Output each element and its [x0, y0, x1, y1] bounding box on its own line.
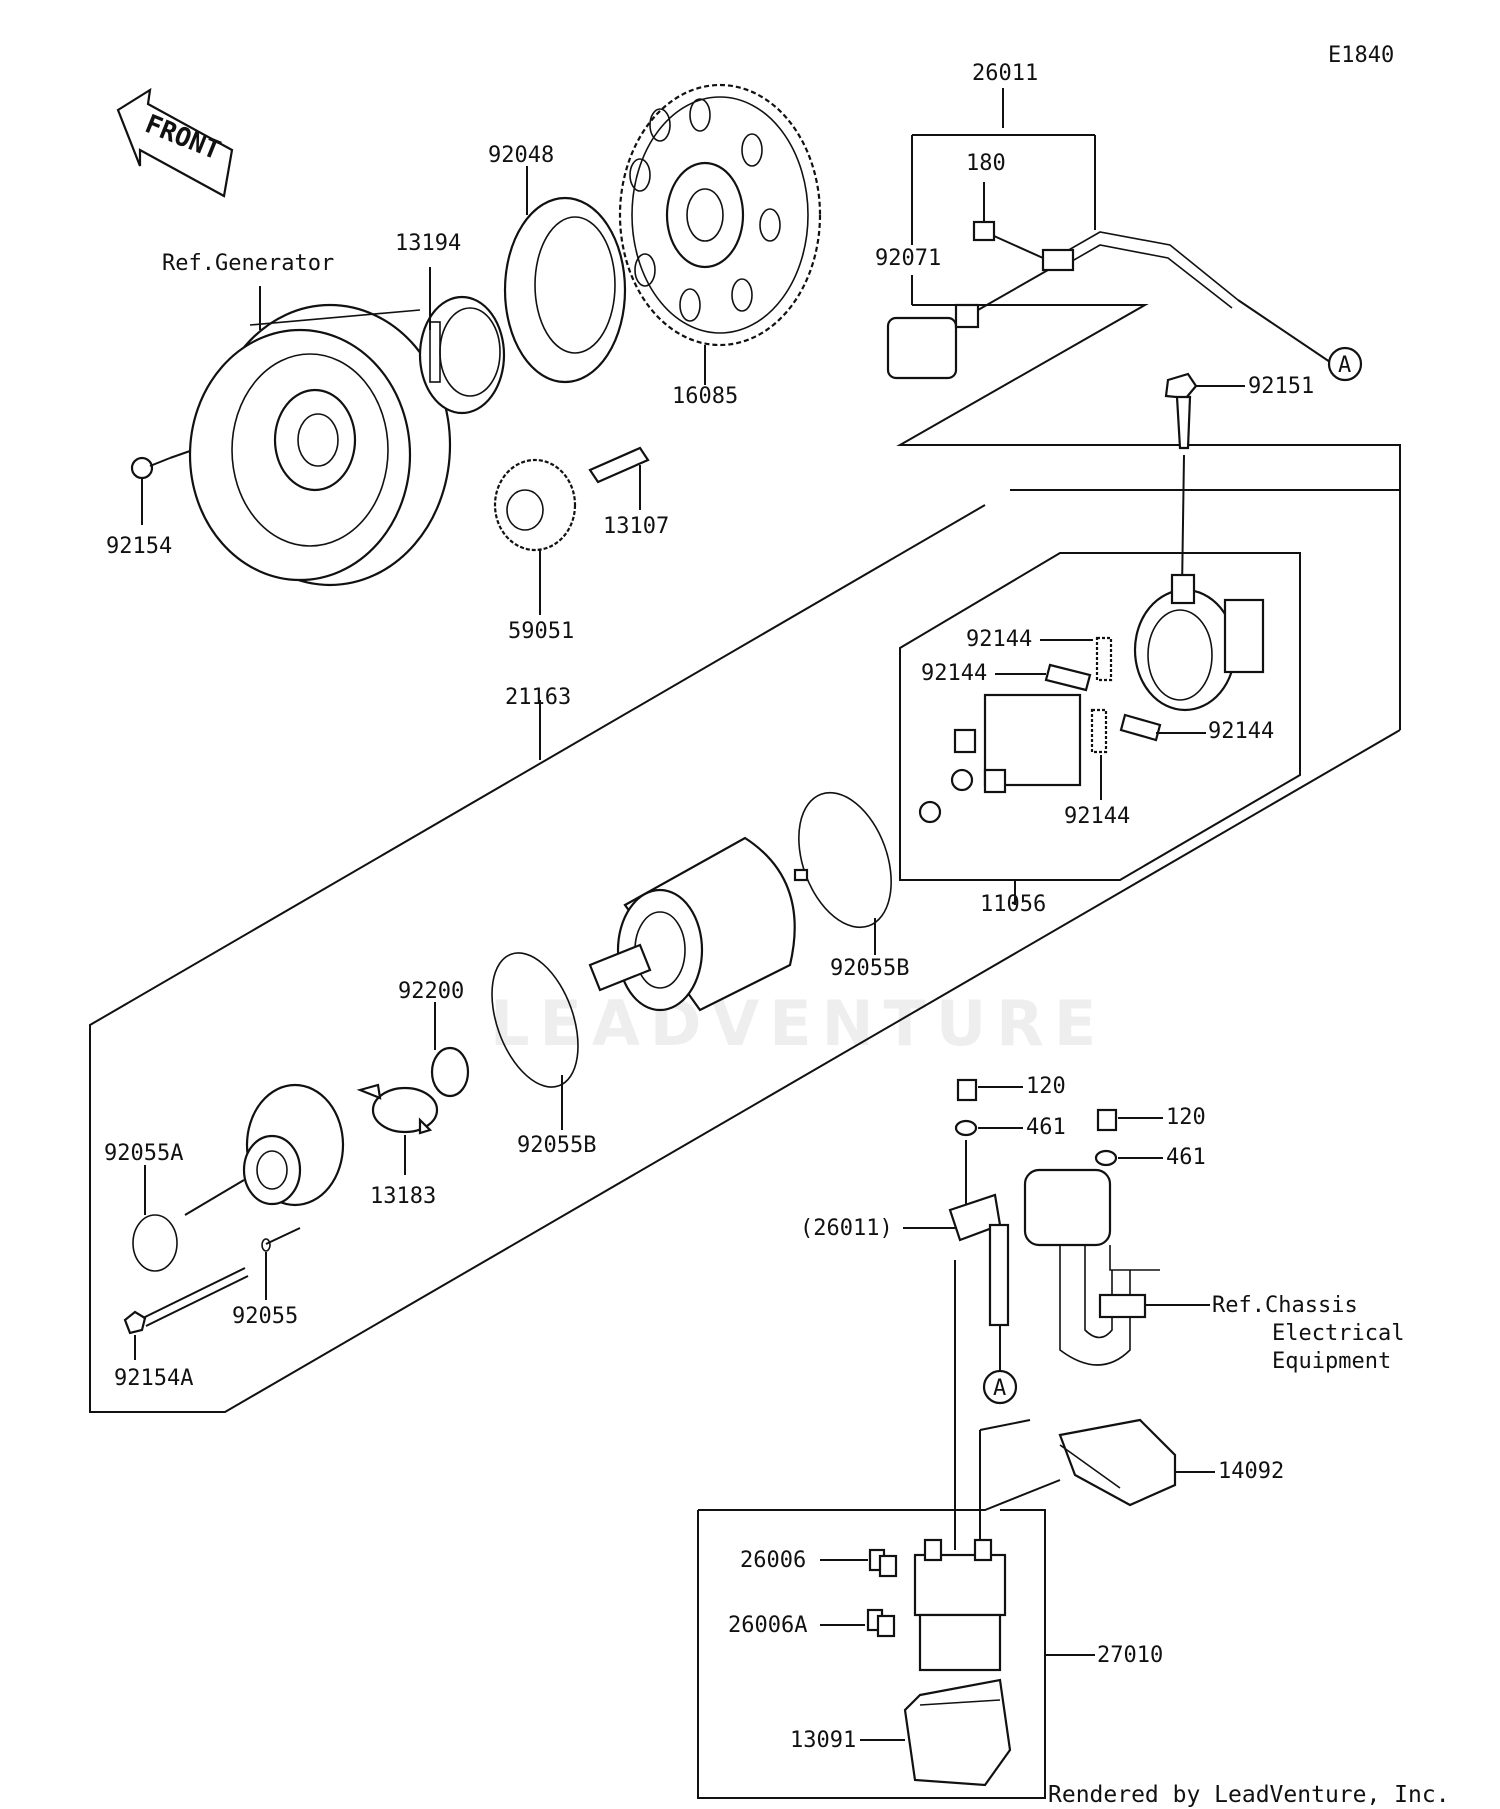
callout-ref-chassis-3: Equipment [1272, 1349, 1391, 1374]
callout-16085: 16085 [672, 384, 738, 409]
fuse-26006a [866, 1608, 896, 1638]
callout-13107: 13107 [603, 514, 669, 539]
callout-13183: 13183 [370, 1184, 436, 1209]
fuse-26006 [868, 1548, 898, 1578]
callout-180: 180 [966, 151, 1006, 176]
reference-a-circle-bottom [982, 1369, 1018, 1405]
callout-92144-a: 92144 [966, 627, 1032, 652]
callout-92055a: 92055A [104, 1141, 183, 1166]
callout-26011-paren: (26011) [800, 1216, 893, 1241]
callout-92154: 92154 [106, 534, 172, 559]
relay-cover [1058, 1418, 1177, 1507]
callout-14092: 14092 [1218, 1459, 1284, 1484]
callout-92144-c: 92144 [1208, 719, 1274, 744]
relay-connector [1023, 1168, 1160, 1366]
idle-gear [493, 458, 577, 552]
callout-92154a: 92154A [114, 1366, 193, 1391]
shaft [588, 446, 650, 484]
one-way-clutch [418, 295, 506, 415]
credit-text: Rendered by LeadVenture, Inc. [1048, 1782, 1450, 1808]
callout-26006a: 26006A [728, 1613, 807, 1638]
reference-a-circle-top [1327, 346, 1363, 382]
callout-21163: 21163 [505, 685, 571, 710]
callout-92055b-upper: 92055B [830, 956, 909, 981]
callout-461-left: 461 [1026, 1115, 1066, 1140]
callout-92055b-lower: 92055B [517, 1133, 596, 1158]
callout-59051: 59051 [508, 619, 574, 644]
clutch-holder [503, 196, 627, 384]
sensor-92071 [886, 269, 1049, 380]
washer-92200 [430, 1046, 470, 1098]
callout-27010: 27010 [1097, 1643, 1163, 1668]
callout-461-right: 461 [1166, 1145, 1206, 1170]
spring-b [1044, 663, 1092, 692]
callout-92048: 92048 [488, 143, 554, 168]
diagram-code: E1840 [1328, 43, 1394, 68]
callout-92144-b: 92144 [921, 661, 987, 686]
callout-ref-chassis-2: Electrical [1272, 1321, 1404, 1346]
spring-c [1090, 708, 1108, 754]
callout-92071: 92071 [875, 246, 941, 271]
callout-a-top: A [1338, 353, 1351, 378]
callout-120-right: 120 [1166, 1105, 1206, 1130]
o-ring-92055a [132, 1214, 178, 1272]
lockwasher-13183 [356, 1083, 439, 1135]
callout-120-left: 120 [1026, 1074, 1066, 1099]
o-ring-92055 [261, 1238, 271, 1252]
starter-gear [618, 83, 822, 347]
washer-461-left [954, 1119, 978, 1137]
generator-rotor [188, 303, 452, 587]
spring-d [1119, 713, 1162, 742]
front-cover [242, 1083, 345, 1207]
bolt-92151 [1164, 372, 1198, 450]
callout-92151: 92151 [1248, 374, 1314, 399]
o-ring-92055b-lower [491, 952, 579, 1088]
callout-ref-generator: Ref.Generator [162, 251, 334, 276]
cable-terminal [948, 1140, 1010, 1327]
callout-a-bottom: A [993, 1376, 1006, 1401]
starter-motor-yoke [588, 836, 809, 1012]
watermark-text: LEADVENTURE [490, 987, 1106, 1060]
bolt-120-right [1096, 1108, 1118, 1132]
front-arrow-icon: FRONT [116, 87, 234, 198]
starter-relay [913, 1538, 1007, 1672]
callout-13194: 13194 [395, 231, 461, 256]
callout-26011: 26011 [972, 61, 1038, 86]
battery-cable [1041, 231, 1239, 309]
brush-plate [918, 693, 1082, 824]
bolt-180 [972, 220, 1044, 259]
end-cover [1133, 573, 1265, 712]
callout-92200: 92200 [398, 979, 464, 1004]
relay-boot [903, 1678, 1012, 1787]
callout-11056: 11056 [980, 892, 1046, 917]
bolt-92154 [130, 456, 171, 480]
o-ring-92055b-upper [798, 791, 892, 929]
spring-a [1095, 636, 1113, 682]
callout-26006: 26006 [740, 1548, 806, 1573]
callout-ref-chassis-1: Ref.Chassis [1212, 1293, 1358, 1318]
callout-92144-d: 92144 [1064, 804, 1130, 829]
bolt-92154a [123, 1267, 249, 1335]
bolt-120-left [956, 1078, 978, 1102]
callout-13091: 13091 [790, 1728, 856, 1753]
washer-461-right [1094, 1149, 1118, 1167]
callout-92055: 92055 [232, 1304, 298, 1329]
